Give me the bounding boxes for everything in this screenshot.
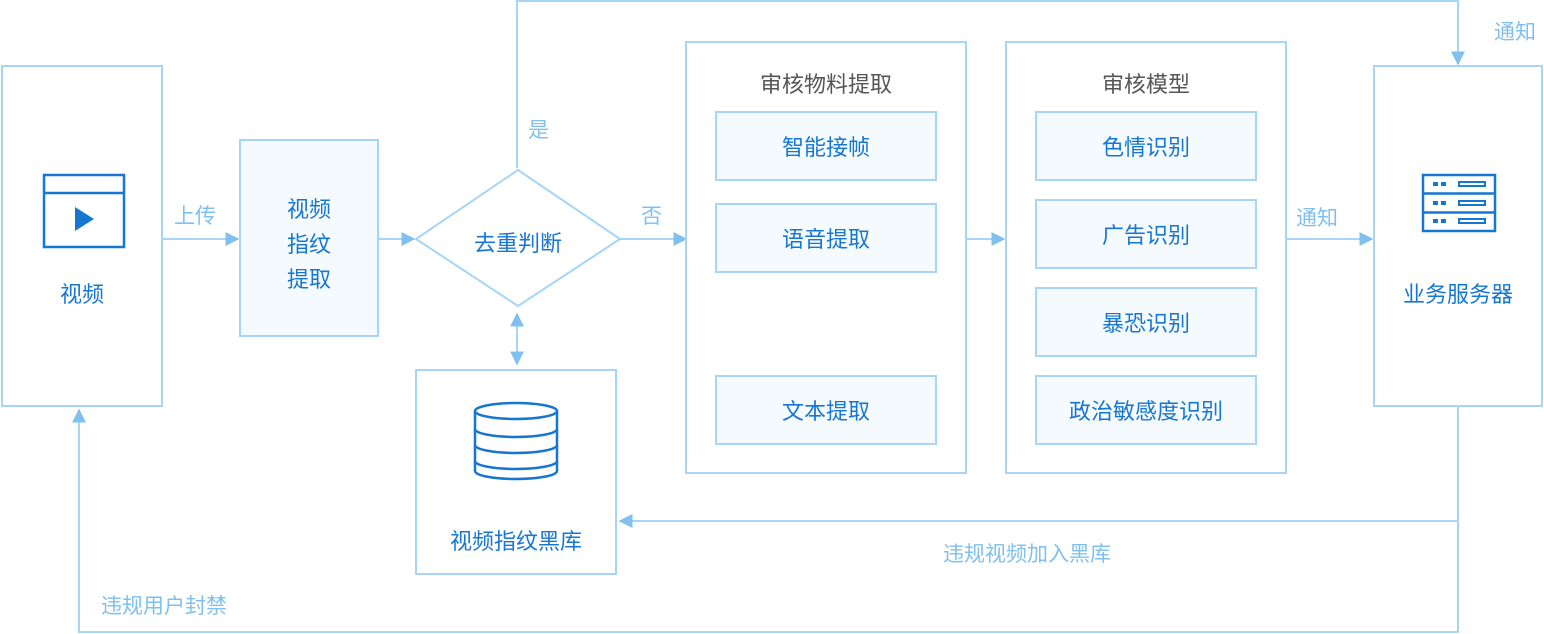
edge-label-yes: 是 (528, 118, 549, 142)
model-title: 审核模型 (1101, 73, 1190, 98)
edge-label-add-blacklist: 违规视频加入黑库 (943, 542, 1111, 566)
server-rack-icon (1421, 173, 1497, 233)
blacklist-label: 视频指纹黑库 (449, 530, 582, 555)
edge-label-no: 否 (641, 204, 662, 228)
blacklist-node: 视频指纹黑库 (415, 369, 617, 575)
extraction-item-frames: 智能接帧 (715, 111, 937, 181)
model-item-ads: 广告识别 (1035, 199, 1257, 269)
server-label: 业务服务器 (1402, 283, 1513, 308)
model-item-politics: 政治敏感度识别 (1035, 375, 1257, 445)
extraction-item-voice: 语音提取 (715, 203, 937, 273)
server-node: 业务服务器 (1373, 65, 1543, 407)
fingerprint-line-2: 指纹 (286, 233, 331, 258)
dedup-diamond (414, 168, 622, 308)
edge-label-notify-mid: 通知 (1296, 206, 1338, 230)
play-window-icon (42, 173, 126, 249)
edge-label-ban-user: 违规用户封禁 (101, 594, 227, 618)
edge-ban-user (72, 408, 1459, 633)
database-icon (473, 401, 559, 481)
model-item-terror: 暴恐识别 (1035, 287, 1257, 357)
edge-label-upload: 上传 (174, 204, 216, 228)
extraction-title: 审核物料提取 (759, 73, 892, 98)
edge-yes (516, 0, 1465, 168)
fingerprint-line-1: 视频 (286, 198, 331, 223)
dedup-label: 去重判断 (473, 232, 562, 257)
edge-label-notify-top: 通知 (1494, 20, 1536, 44)
video-label: 视频 (59, 283, 104, 308)
model-item-porn: 色情识别 (1035, 111, 1257, 181)
video-node: 视频 (1, 65, 163, 407)
extraction-item-text: 文本提取 (715, 375, 937, 445)
fingerprint-line-3: 提取 (286, 268, 331, 293)
fingerprint-node: 视频 指纹 提取 (239, 139, 379, 337)
